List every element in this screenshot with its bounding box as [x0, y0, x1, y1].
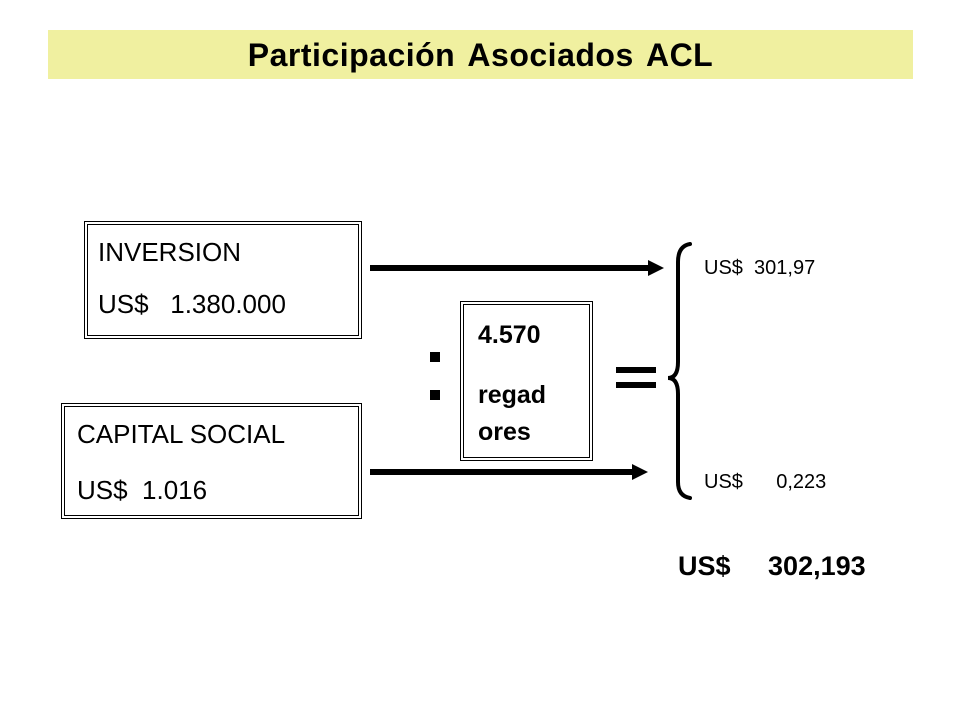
top-arrow-icon [370, 260, 664, 276]
result-second: US$ 0,223 [704, 471, 827, 493]
inversion-label: INVERSION [98, 237, 242, 267]
regadores-label-line2: ores [478, 418, 531, 446]
regadores-box: 4.570 regad ores [460, 301, 593, 461]
title-bar: Participación Asociados ACL [48, 30, 913, 79]
result-total: US$ 302,193 [678, 551, 866, 581]
inversion-value: US$ 1.380.000 [98, 289, 286, 319]
result-first: US$ 301,97 [704, 257, 816, 279]
inversion-box: INVERSION US$ 1.380.000 [84, 221, 362, 339]
regadores-count: 4.570 [478, 321, 541, 349]
page-title: Participación Asociados ACL [247, 36, 714, 73]
regadores-label-line1: regad [478, 381, 547, 409]
capital-social-box: CAPITAL SOCIAL US$ 1.016 [61, 403, 362, 519]
left-brace-icon [667, 242, 692, 500]
equals-icon [616, 367, 656, 388]
division-icon [430, 352, 440, 400]
bottom-arrow-icon [370, 464, 648, 480]
capital-social-label: CAPITAL SOCIAL [77, 419, 286, 449]
capital-social-value: US$ 1.016 [77, 475, 208, 505]
